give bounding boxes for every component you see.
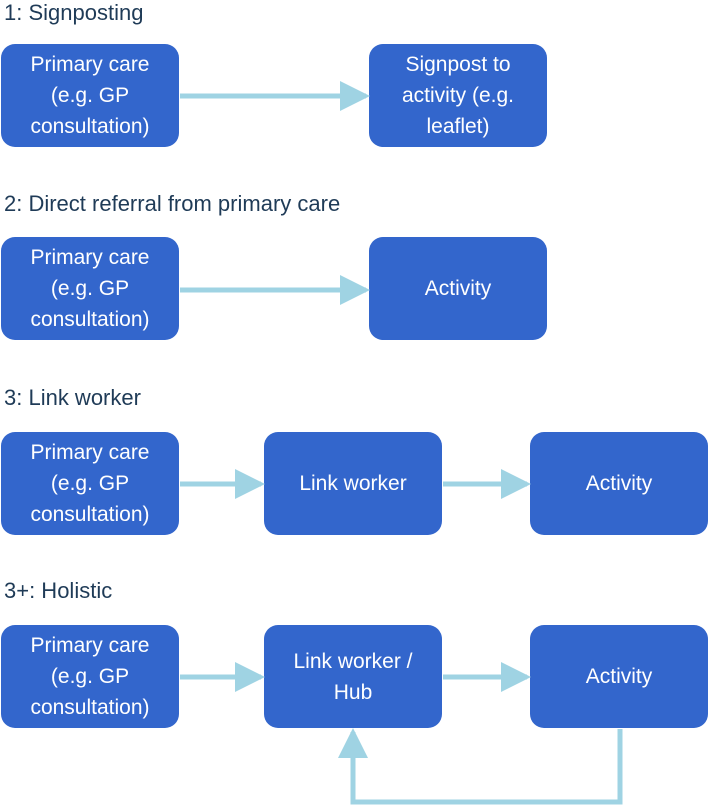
primary-care-box: Primary care (e.g. GP consultation)	[1, 44, 179, 147]
link-worker-hub-label: Link worker / Hub	[293, 649, 413, 704]
activity-label: Activity	[424, 277, 492, 300]
link-worker-label: Link worker	[299, 472, 407, 495]
activity-box: Activity	[530, 625, 708, 728]
activity-box: Activity	[530, 432, 708, 535]
section-1-title: 1: Signposting	[4, 0, 144, 25]
primary-care-label: Primary care (e.g. GP consultation)	[30, 634, 150, 719]
arrow-activity-back-to-hub	[338, 727, 623, 805]
primary-care-label: Primary care (e.g. GP consultation)	[30, 53, 150, 138]
primary-care-label: Primary care (e.g. GP consultation)	[30, 246, 150, 331]
primary-care-box: Primary care (e.g. GP consultation)	[1, 625, 179, 728]
primary-care-box: Primary care (e.g. GP consultation)	[1, 237, 179, 340]
activity-box: Activity	[369, 237, 547, 340]
link-worker-hub-box: Link worker / Hub	[264, 625, 442, 728]
section-4-title: 3+: Holistic	[4, 578, 113, 603]
signpost-box: Signpost to activity (e.g. leaflet)	[369, 44, 547, 147]
link-worker-box: Link worker	[264, 432, 442, 535]
activity-label: Activity	[585, 472, 653, 495]
signpost-label: Signpost to activity (e.g. leaflet)	[401, 53, 515, 138]
primary-care-label: Primary care (e.g. GP consultation)	[30, 441, 150, 526]
section-2-title: 2: Direct referral from primary care	[4, 191, 341, 216]
section-3-title: 3: Link worker	[4, 385, 141, 410]
activity-label: Activity	[585, 665, 653, 688]
primary-care-box: Primary care (e.g. GP consultation)	[1, 432, 179, 535]
